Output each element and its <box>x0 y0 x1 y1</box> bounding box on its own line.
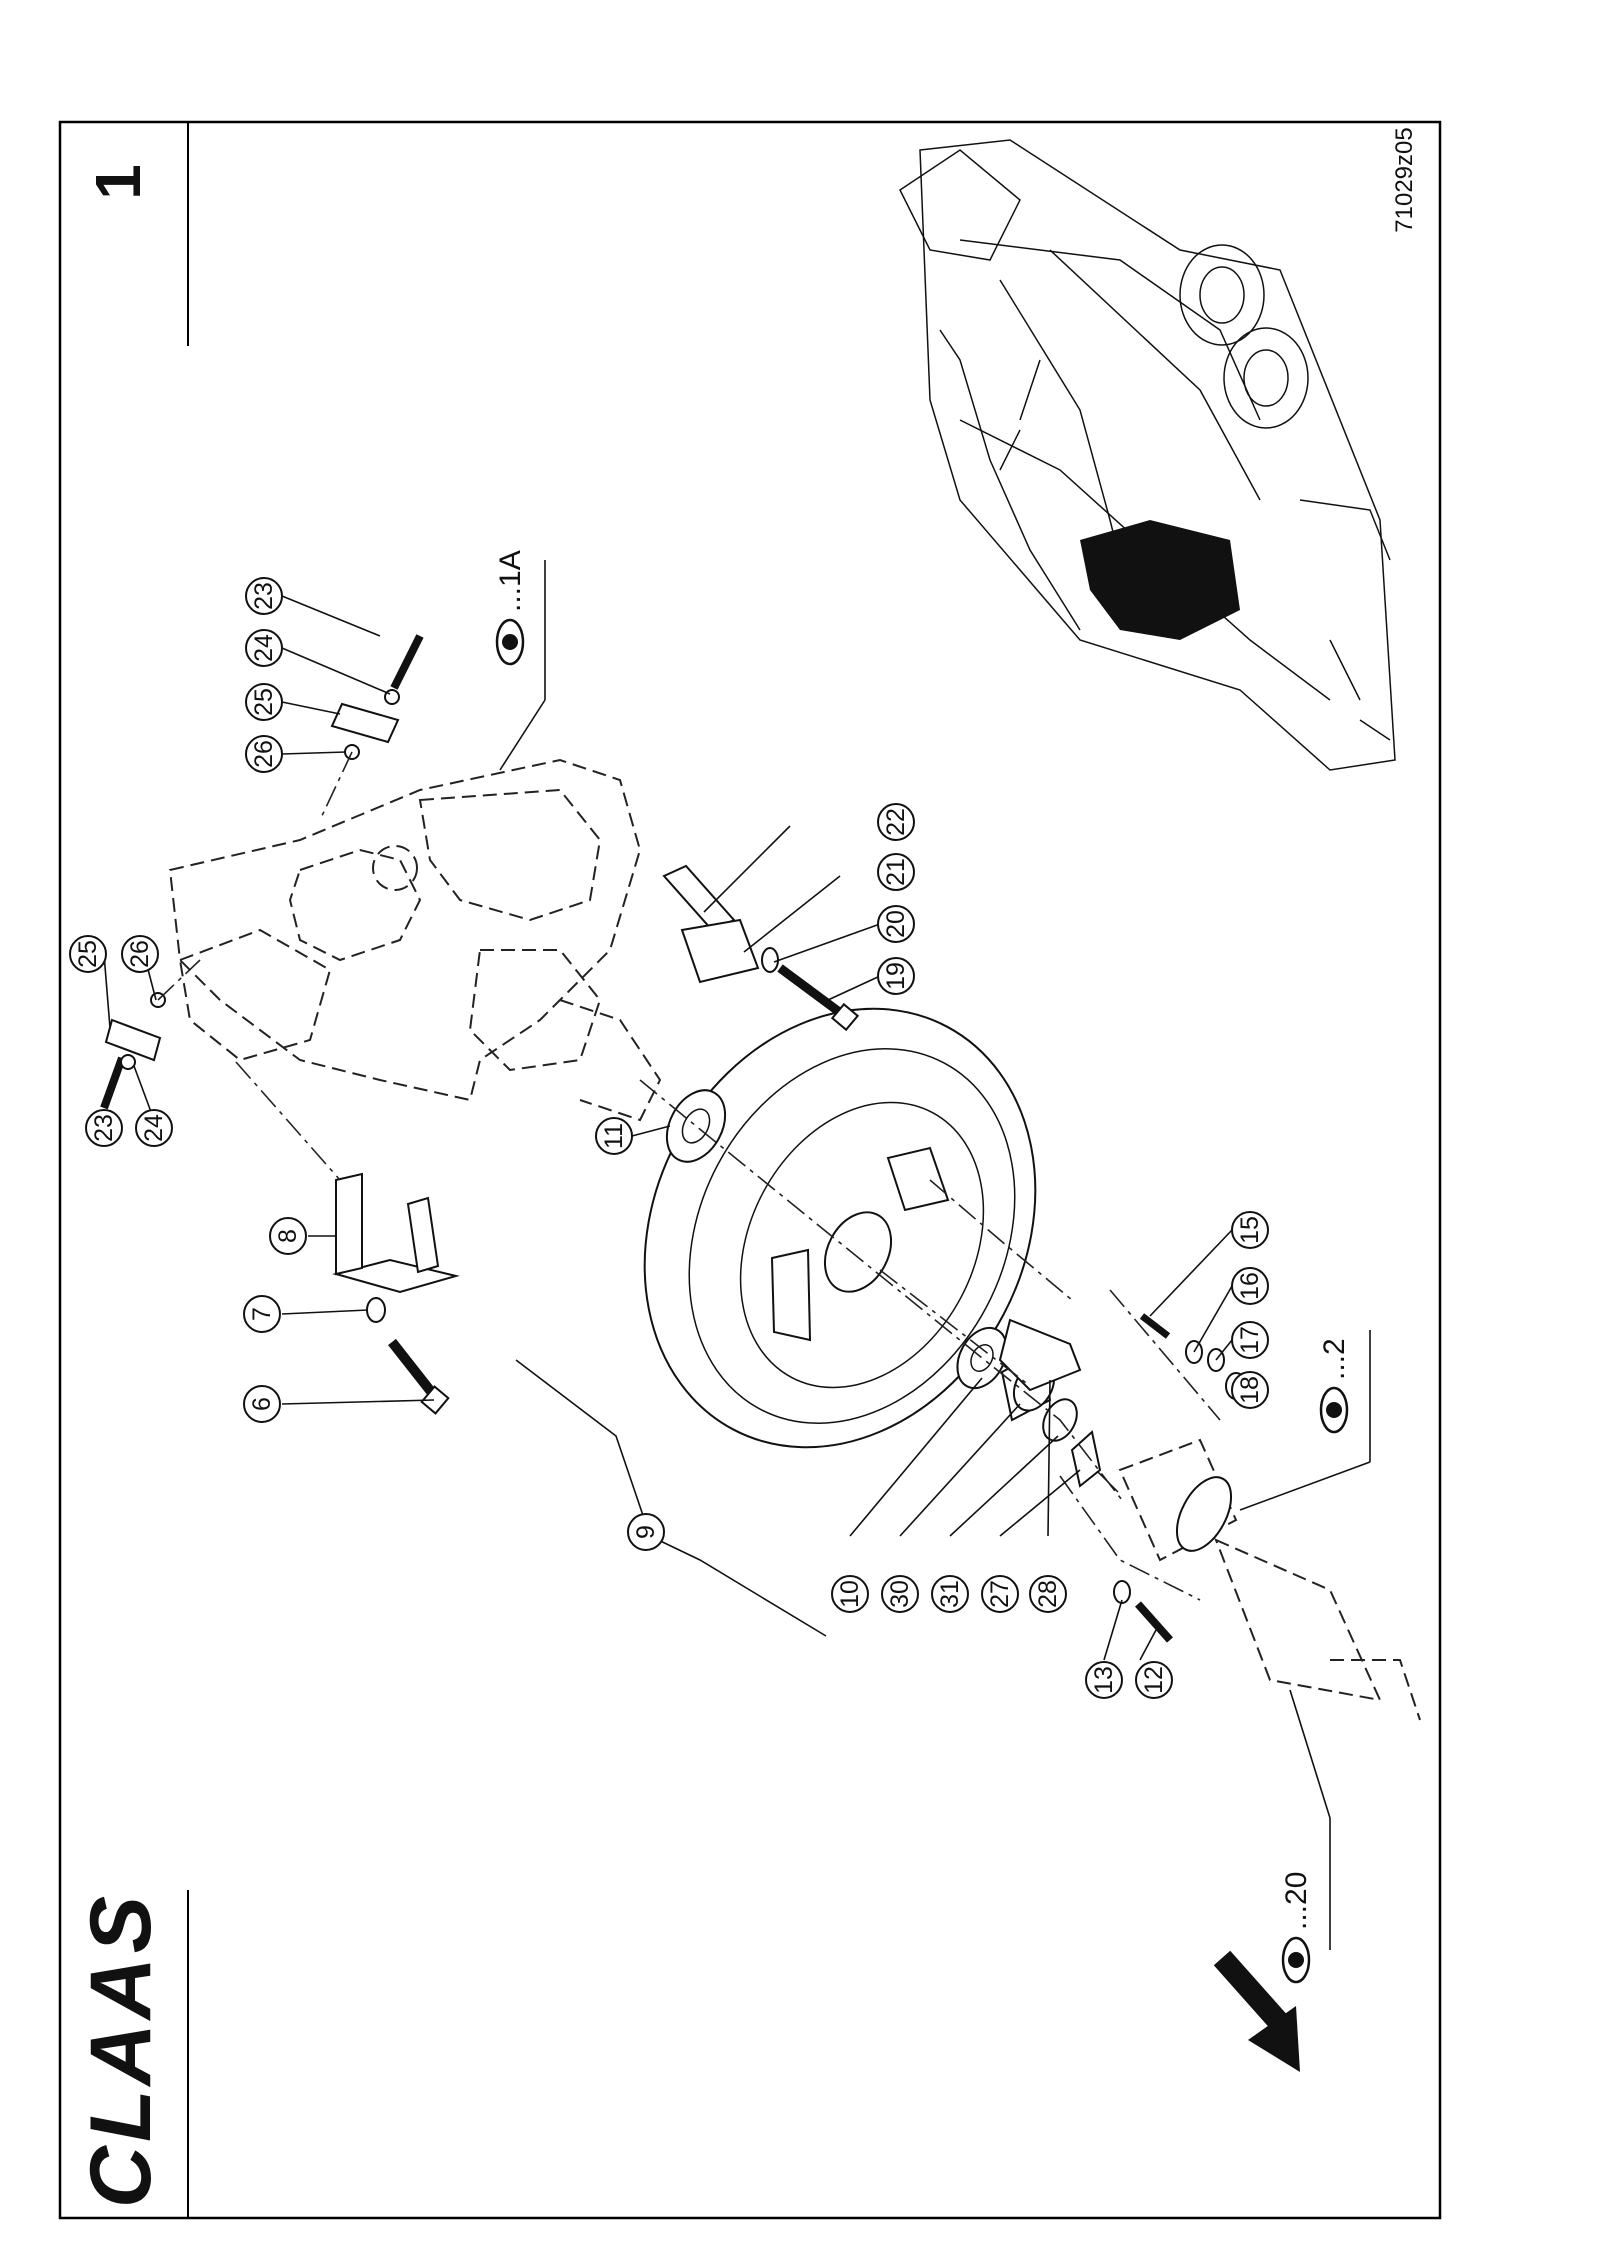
callout-9: 9 <box>627 1513 665 1551</box>
callout-22: 22 <box>877 803 915 841</box>
bearing-10 <box>956 1326 1008 1390</box>
plate-27 <box>1070 1430 1119 1493</box>
callout-27-label: 27 <box>986 1580 1014 1608</box>
page-number-text: 1 <box>82 164 154 200</box>
callout-10: 10 <box>831 1575 869 1613</box>
callout-24-upper: 24 <box>245 629 283 667</box>
machine-overview-sketch <box>899 139 1396 771</box>
shaft-22 <box>662 864 736 932</box>
plate-25-upper <box>330 702 400 744</box>
washer-13 <box>1113 1580 1131 1604</box>
brand-logo: CLAAS <box>73 1892 169 2208</box>
bracket-8 <box>332 1172 460 1294</box>
callout-6: 6 <box>243 1385 281 1423</box>
view-ref-2: ...2 <box>1318 1338 1351 1434</box>
bolt-23-lower <box>100 1056 126 1110</box>
callout-23-upper: 23 <box>245 577 283 615</box>
eye-icon <box>1281 1936 1311 1984</box>
page-frame <box>58 120 1442 2220</box>
washer-20 <box>761 947 779 973</box>
callout-11-label: 11 <box>600 1123 628 1149</box>
bearing-11 <box>665 1089 727 1163</box>
callout-28-label: 28 <box>1034 1580 1062 1608</box>
callout-23-lower: 23 <box>85 1109 123 1147</box>
lever-28 <box>998 1318 1082 1392</box>
callout-15: 15 <box>1231 1211 1269 1249</box>
callout-26-lower: 26 <box>121 935 159 973</box>
callout-6-label: 6 <box>248 1397 276 1411</box>
callout-31-label: 31 <box>936 1580 964 1608</box>
plate-25-lower <box>104 1018 162 1062</box>
callout-26-upper: 26 <box>245 735 283 773</box>
view-ref-2-label: ...2 <box>1318 1338 1351 1380</box>
bolt-19 <box>777 964 860 1032</box>
washer-24-lower <box>120 1054 136 1070</box>
callout-24-lower-label: 24 <box>140 1114 168 1142</box>
callout-28: 28 <box>1029 1575 1067 1613</box>
eye-icon <box>495 618 525 666</box>
callout-7: 7 <box>243 1295 281 1333</box>
callout-20-label: 20 <box>882 910 910 938</box>
callout-7-label: 7 <box>248 1307 276 1321</box>
callout-8: 8 <box>269 1217 307 1255</box>
view-ref-20: ...20 <box>1280 1872 1313 1984</box>
bracket-21 <box>680 918 760 984</box>
callout-17: 17 <box>1231 1321 1269 1359</box>
callout-8-label: 8 <box>274 1229 302 1243</box>
bolt-12 <box>1135 1601 1173 1643</box>
page-number: 1 <box>82 164 154 200</box>
callout-20: 20 <box>877 905 915 943</box>
callout-15-label: 15 <box>1236 1216 1264 1244</box>
callout-21: 21 <box>877 853 915 891</box>
callout-23-lower-label: 23 <box>90 1114 118 1142</box>
callout-18: 18 <box>1231 1371 1269 1409</box>
callout-11: 11 <box>595 1117 633 1155</box>
coupling <box>1118 1438 1421 1721</box>
view-ref-1a-label: ...1A <box>494 550 527 612</box>
callout-16: 16 <box>1231 1267 1269 1305</box>
callout-25-lower-label: 25 <box>74 940 102 968</box>
callout-19-label: 19 <box>882 962 910 990</box>
callout-22-label: 22 <box>882 808 910 836</box>
bolt-15 <box>1139 1313 1171 1339</box>
callout-25-upper: 25 <box>245 683 283 721</box>
callout-25-upper-label: 25 <box>250 688 278 716</box>
callout-12-label: 12 <box>1140 1666 1168 1694</box>
callout-16-label: 16 <box>1236 1272 1264 1300</box>
callout-19: 19 <box>877 957 915 995</box>
brand-logo-text: CLAAS <box>73 1892 169 2208</box>
callout-10-label: 10 <box>836 1580 864 1608</box>
callout-24-upper-label: 24 <box>250 634 278 662</box>
callout-31: 31 <box>931 1575 969 1613</box>
drawing-number: 71029z05 <box>1391 127 1418 232</box>
callout-24-lower: 24 <box>135 1109 173 1147</box>
gearbox-housing <box>168 758 662 1122</box>
callout-23-upper-label: 23 <box>250 582 278 610</box>
callout-30: 30 <box>881 1575 919 1613</box>
callout-18-label: 18 <box>1236 1376 1264 1404</box>
view-ref-20-label: ...20 <box>1280 1872 1313 1930</box>
bolt-23-upper <box>390 634 424 690</box>
callout-13: 13 <box>1085 1661 1123 1699</box>
callout-25-lower: 25 <box>69 935 107 973</box>
callout-26-lower-label: 26 <box>126 940 154 968</box>
arrow-icon <box>1213 1950 1300 2072</box>
eye-icon <box>1319 1386 1349 1434</box>
bolt-6 <box>388 1338 450 1415</box>
washer-7 <box>366 1297 386 1323</box>
callout-17-label: 17 <box>1236 1326 1264 1354</box>
callout-9-label: 9 <box>632 1525 660 1539</box>
view-ref-1a: ...1A <box>494 550 527 666</box>
assembly-lines <box>157 751 1221 1601</box>
callout-27: 27 <box>981 1575 1019 1613</box>
callout-21-label: 21 <box>882 858 910 886</box>
flywheel <box>643 1007 1037 1449</box>
callout-26-upper-label: 26 <box>250 740 278 768</box>
callout-12: 12 <box>1135 1661 1173 1699</box>
callout-30-label: 30 <box>886 1580 914 1608</box>
callout-13-label: 13 <box>1090 1666 1118 1694</box>
drawing-number-text: 71029z05 <box>1391 127 1418 232</box>
